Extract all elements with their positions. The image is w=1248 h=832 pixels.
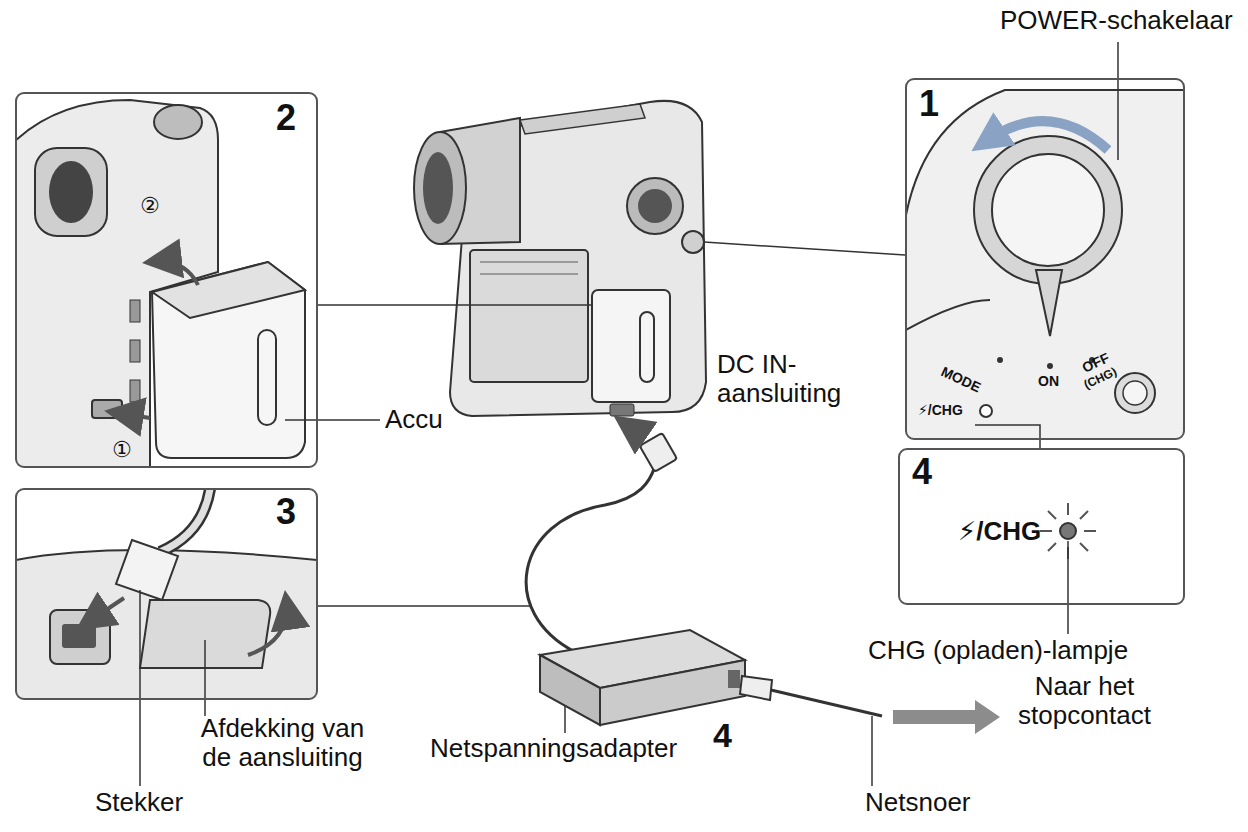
battery-panel-art	[16, 100, 305, 467]
part-label: ②	[140, 194, 160, 219]
camcorder	[414, 101, 706, 416]
panel-number: 4	[912, 454, 932, 490]
part-label: ON	[1038, 374, 1059, 390]
adapter-and-cables	[526, 420, 1000, 734]
connector-line	[1039, 440, 1041, 448]
part-label: 4	[713, 716, 732, 754]
panel-box: 2	[15, 92, 318, 468]
power-dial-art	[906, 90, 1184, 439]
part-label: ①	[112, 438, 132, 463]
leader-lines	[140, 42, 1118, 786]
part-label: ⚡/CHG	[918, 403, 963, 419]
part-label: Accu	[385, 405, 443, 434]
part-label: CHG (opladen)-lampje	[868, 636, 1128, 665]
charge-lamp	[1040, 503, 1096, 634]
panel-number: 2	[276, 100, 296, 136]
part-label: POWER-schakelaar	[1000, 6, 1233, 35]
part-label: Netsnoer	[865, 788, 971, 817]
part-label: Netspanningsadapter	[430, 734, 677, 763]
panel-number: 1	[919, 86, 939, 122]
panel-box: 3	[15, 488, 318, 700]
panel-text: ⚡/CHG	[958, 518, 1041, 544]
panel-box: 4 ⚡/CHG	[898, 448, 1185, 605]
panel-number: 3	[276, 494, 296, 530]
part-label: Afdekking van de aansluiting	[195, 714, 370, 772]
part-label: Stekker	[95, 788, 183, 817]
part-label: Naar het stopcontact	[997, 672, 1172, 730]
dc-jack-panel-art	[16, 489, 317, 699]
part-label: DC IN- aansluiting	[717, 350, 867, 408]
